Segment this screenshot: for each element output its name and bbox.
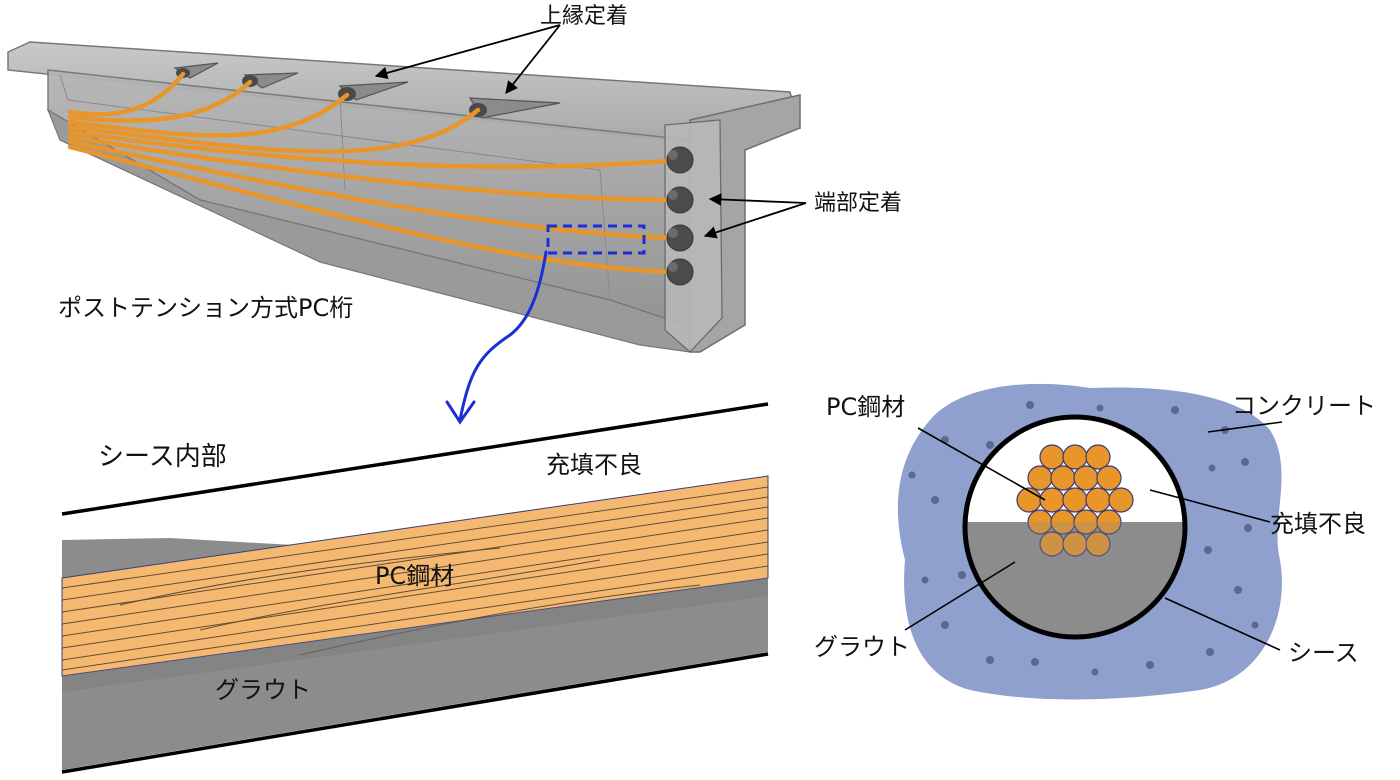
label-sheath-interior: シース内部 [98, 442, 227, 472]
label-grout-section: グラウト [814, 633, 910, 661]
upper-anchorage-arrows [374, 24, 561, 94]
label-grout-closeup: グラウト [215, 676, 311, 704]
zoom-arrow [445, 250, 548, 425]
label-poor-filling-closeup: 充填不良 [546, 451, 642, 479]
label-pc-steel-closeup: PC鋼材 [375, 562, 454, 590]
sheath-ring [962, 414, 1188, 640]
end-anchorage-arrows [703, 193, 807, 239]
strand-bundle [1016, 444, 1134, 557]
tendons [67, 71, 683, 275]
label-sheath: シース [1288, 639, 1359, 667]
girder-end-block [664, 119, 723, 353]
cross-section [897, 383, 1283, 700]
top-anchorage-pockets [173, 62, 561, 119]
strand-wires [61, 486, 769, 671]
label-end-anchorage: 端部定着 [814, 191, 902, 216]
sheath-top-line [61, 402, 769, 516]
label-poor-filling-section: 充填不良 [1270, 510, 1366, 538]
leader-lines [904, 421, 1283, 651]
label-upper-anchorage: 上縁定着 [540, 4, 628, 29]
highlight-box [546, 224, 646, 255]
label-girder-title: ポストテンション方式PC桁 [58, 294, 353, 322]
label-pc-steel-section: PC鋼材 [826, 393, 905, 421]
label-concrete: コンクリート [1232, 392, 1376, 420]
sheath-interior-closeup [61, 402, 769, 774]
sheath-bottom-line [61, 652, 769, 774]
